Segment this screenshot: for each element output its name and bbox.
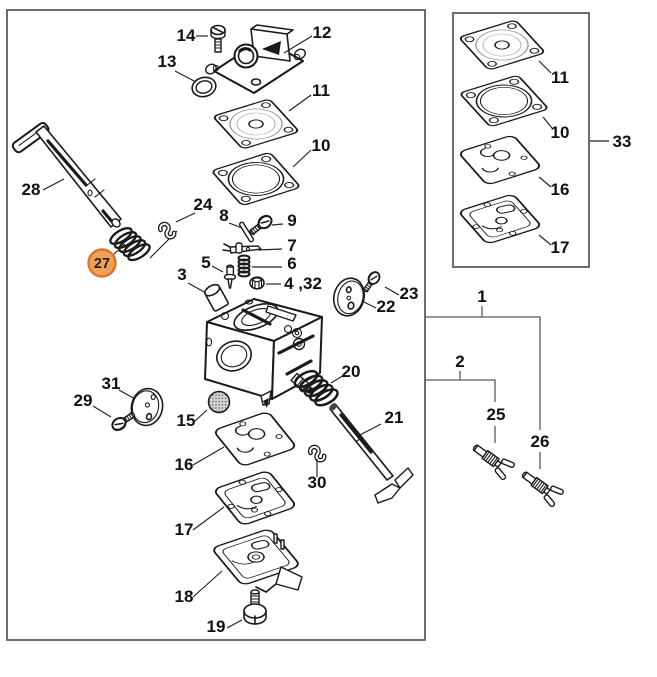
part-26-adjusting-screw xyxy=(516,464,566,509)
part-label-12[interactable]: 12 xyxy=(313,23,332,42)
part-25-adjusting-screw xyxy=(467,437,517,482)
part-label-13[interactable]: 13 xyxy=(158,52,177,71)
part-10-gasket xyxy=(210,151,302,207)
part-label-25[interactable]: 25 xyxy=(487,405,506,424)
part-label-30[interactable]: 30 xyxy=(308,473,327,492)
part-label-6[interactable]: 6 xyxy=(287,254,296,273)
part-label-15[interactable]: 15 xyxy=(177,411,196,430)
part-label-19[interactable]: 19 xyxy=(207,617,226,636)
part-29-screw xyxy=(109,408,138,434)
part-17-gasket-in-set xyxy=(457,192,543,246)
part-label-33[interactable]: 33 xyxy=(613,132,632,151)
part-21-throttle-rod xyxy=(329,403,414,504)
callout-labels: 14 13 12 11 10 28 24 8 9 7 6 5 4 ,32 3 2… xyxy=(22,23,632,636)
part-label-29[interactable]: 29 xyxy=(74,391,93,410)
part-7-metering-lever xyxy=(222,242,262,254)
part-label-8[interactable]: 8 xyxy=(219,206,228,225)
part-label-17[interactable]: 17 xyxy=(175,520,194,539)
part-22-shutter-disc xyxy=(332,277,366,317)
part-label-10[interactable]: 10 xyxy=(312,136,331,155)
part-15-screen xyxy=(207,390,231,414)
part-label-22[interactable]: 22 xyxy=(377,297,396,316)
part-4-32-nut xyxy=(249,276,265,290)
set-label-17[interactable]: 17 xyxy=(551,238,570,257)
part-label-9[interactable]: 9 xyxy=(287,211,296,230)
highlighted-part-marker-27[interactable] xyxy=(87,248,117,278)
gasket-set-box xyxy=(452,12,590,268)
part-16-pump-diaphragm xyxy=(212,410,298,468)
part-17-pump-gasket xyxy=(212,469,298,527)
part-23-screw xyxy=(359,269,383,295)
part-13-o-ring xyxy=(191,76,217,98)
part-3-plug xyxy=(204,283,229,312)
part-label-31[interactable]: 31 xyxy=(102,374,121,393)
main-assembly-box xyxy=(6,9,426,641)
part-19-screw xyxy=(243,589,267,625)
part-10-gasket-in-set xyxy=(458,74,550,128)
set-label-11[interactable]: 11 xyxy=(551,68,569,87)
part-label-18[interactable]: 18 xyxy=(175,587,194,606)
part-label-5[interactable]: 5 xyxy=(201,253,210,272)
part-label-28[interactable]: 28 xyxy=(22,180,41,199)
part-label-26[interactable]: 26 xyxy=(531,432,550,451)
part-label-21[interactable]: 21 xyxy=(385,408,404,427)
part-label-4-32[interactable]: 4 ,32 xyxy=(284,274,322,293)
set-label-10[interactable]: 10 xyxy=(551,123,570,142)
part-5-inlet-needle xyxy=(223,264,237,289)
part-label-24[interactable]: 24 xyxy=(194,195,213,214)
leader-lines xyxy=(42,35,609,629)
part-11-metering-diaphragm xyxy=(211,97,301,151)
part-label-3[interactable]: 3 xyxy=(177,265,186,284)
part-label-16[interactable]: 16 xyxy=(175,455,194,474)
part-label-23[interactable]: 23 xyxy=(400,284,419,303)
part-8-pin xyxy=(238,221,255,243)
assembly-label-1[interactable]: 1 xyxy=(477,287,486,306)
part-14-screw xyxy=(210,24,226,53)
part-18-end-cover xyxy=(213,529,303,593)
part-9-screw xyxy=(246,212,275,239)
part-6-spring xyxy=(237,254,251,278)
part-11-diaphragm-in-set xyxy=(457,18,547,72)
part-24-clip xyxy=(159,222,175,240)
set-label-16[interactable]: 16 xyxy=(551,180,570,199)
part-12-intake-manifold-flange xyxy=(205,24,306,94)
part-31-disc xyxy=(130,387,164,427)
assembly-label-2[interactable]: 2 xyxy=(455,352,464,371)
carburetor-body xyxy=(204,298,323,408)
part-16-diaphragm-in-set xyxy=(457,133,543,187)
part-label-11[interactable]: 11 xyxy=(312,81,330,100)
part-label-27[interactable]: 27 xyxy=(94,256,110,272)
assembly-bracket-lines xyxy=(425,306,541,469)
part-label-14[interactable]: 14 xyxy=(177,26,196,45)
part-28-choke-lever xyxy=(11,121,122,228)
part-label-20[interactable]: 20 xyxy=(342,362,361,381)
part-label-7[interactable]: 7 xyxy=(287,236,296,255)
